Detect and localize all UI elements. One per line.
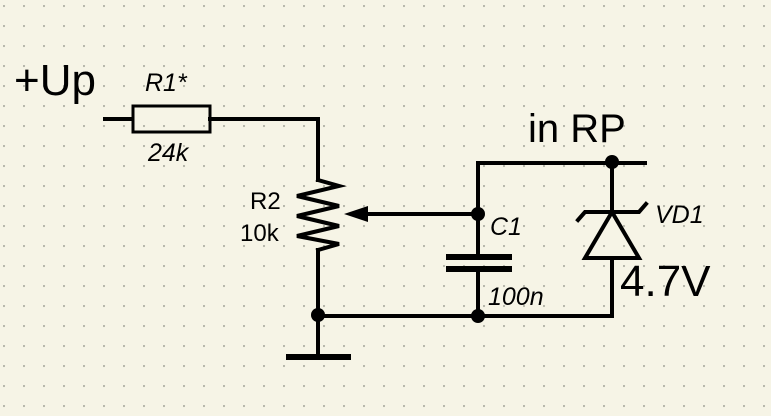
wire-r1-to-r2 — [208, 117, 320, 182]
wires — [103, 117, 647, 358]
potentiometer-wiper-arrow — [344, 206, 368, 222]
junction-dot-top-rail — [605, 155, 619, 169]
wire-bottom-rail — [316, 262, 614, 318]
junction-dot-bottom-left — [311, 308, 325, 322]
resistor-r1-body — [131, 104, 212, 134]
vd1-value-label: 4.7V — [620, 257, 711, 306]
supply-label: +Up — [14, 56, 96, 105]
potentiometer-r2-zigzag — [296, 177, 347, 253]
junction-dot-bottom-mid — [471, 309, 485, 323]
vd1-name-label: VD1 — [655, 201, 704, 229]
r1-name-label: R1* — [145, 69, 188, 97]
r2-value-label: 10k — [240, 220, 280, 247]
r2-name-label: R2 — [250, 188, 281, 215]
zener-vd1-bar — [575, 201, 649, 223]
r1-value-label: 24k — [147, 139, 190, 167]
output-label: in RP — [528, 107, 626, 151]
junction-dot-wiper — [471, 207, 485, 221]
c1-name-label: C1 — [490, 213, 522, 241]
c1-value-label: 100n — [488, 283, 544, 311]
